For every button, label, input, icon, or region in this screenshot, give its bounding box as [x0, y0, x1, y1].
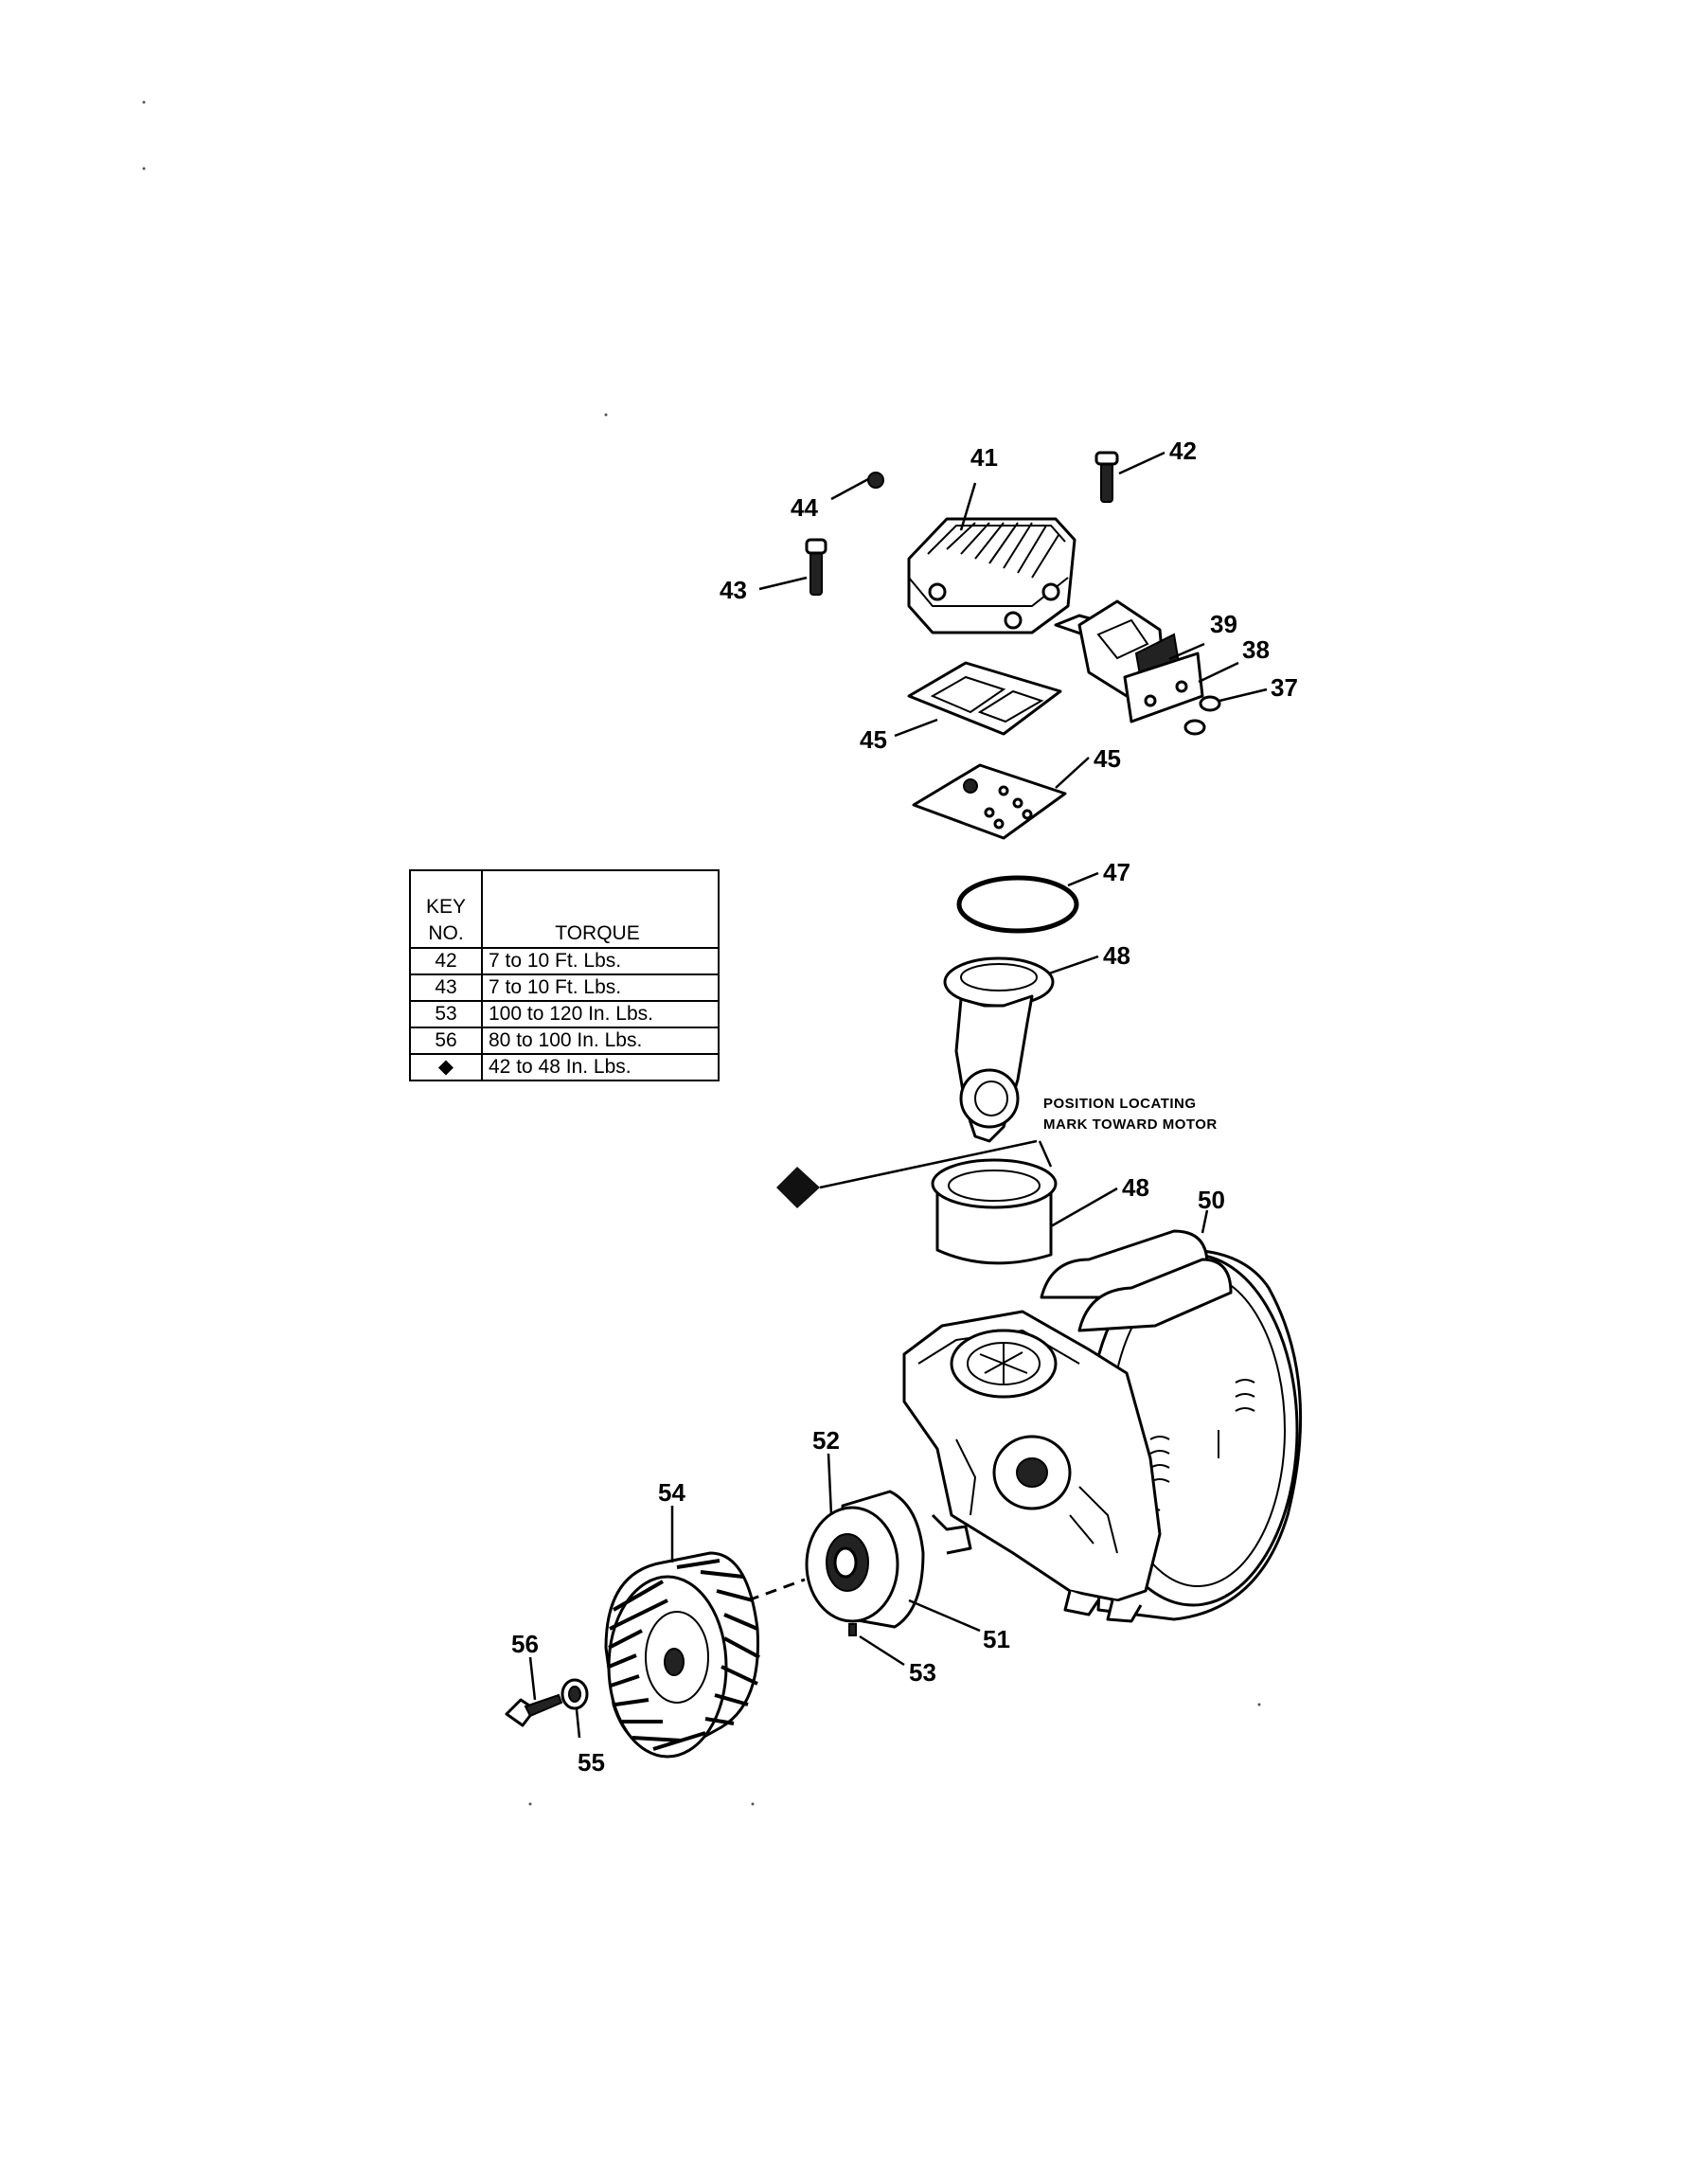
callout-labels: 41 42 44 43 39 38 37 45 45 47 48 48 50 5… — [511, 437, 1298, 1777]
part-38-filter-plate — [1123, 652, 1204, 723]
part-43-bolt — [805, 538, 827, 596]
callout-52: 52 — [812, 1426, 840, 1455]
part-50-motor-crankcase — [902, 1229, 1303, 1623]
leader-lines — [528, 451, 1268, 1739]
table-row: 53 100 to 120 In. Lbs. — [409, 1000, 720, 1028]
header-torque: TORQUE — [481, 869, 720, 949]
callout-45-gasket: 45 — [860, 725, 887, 754]
callout-41: 41 — [970, 443, 998, 472]
torque-cell: 7 to 10 Ft. Lbs. — [481, 947, 720, 975]
callout-47: 47 — [1103, 858, 1130, 886]
part-44-plug — [867, 472, 884, 489]
header-key-no: KEY NO. — [409, 869, 483, 949]
callout-37: 37 — [1271, 673, 1298, 702]
diamond-torque-marker — [776, 1139, 1038, 1208]
part-53-set-screw — [848, 1623, 857, 1636]
torque-cell: 7 to 10 Ft. Lbs. — [481, 973, 720, 1002]
torque-table: KEY NO. TORQUE 42 7 to 10 Ft. Lbs. 43 7 … — [409, 869, 720, 1081]
callout-48-sleeve: 48 — [1122, 1173, 1149, 1202]
scan-specks — [142, 100, 1261, 1806]
part-49-cylinder-sleeve — [931, 1158, 1058, 1265]
part-52-hub-insert — [826, 1533, 869, 1592]
header-key-line2: NO. — [428, 922, 464, 944]
position-note: POSITION LOCATING MARK TOWARD MOTOR — [1043, 1096, 1218, 1133]
callout-50: 50 — [1198, 1186, 1225, 1214]
torque-cell: 80 to 100 In. Lbs. — [481, 1027, 720, 1055]
table-row: ◆ 42 to 48 In. Lbs. — [409, 1053, 720, 1081]
part-56-bolt — [505, 1693, 563, 1727]
callout-53: 53 — [909, 1658, 936, 1687]
part-51-fan-hub — [805, 1490, 925, 1629]
callout-42: 42 — [1169, 437, 1197, 465]
callout-55: 55 — [578, 1748, 605, 1777]
position-note-line1: POSITION LOCATING — [1043, 1096, 1197, 1112]
key-cell: 56 — [409, 1027, 483, 1055]
part-45-valve-plate — [912, 763, 1067, 840]
callout-45-valve-plate: 45 — [1094, 744, 1121, 773]
torque-cell: 42 to 48 In. Lbs. — [481, 1053, 720, 1081]
callout-44: 44 — [791, 493, 818, 522]
torque-table-header: KEY NO. TORQUE — [409, 869, 720, 949]
key-cell: 53 — [409, 1000, 483, 1028]
table-row: 42 7 to 10 Ft. Lbs. — [409, 947, 720, 975]
key-cell: 42 — [409, 947, 483, 975]
callout-39: 39 — [1210, 610, 1237, 638]
callout-51: 51 — [983, 1625, 1010, 1653]
part-54-fan-wheel — [604, 1551, 760, 1759]
callout-48-rod: 48 — [1103, 941, 1130, 970]
torque-cell: 100 to 120 In. Lbs. — [481, 1000, 720, 1028]
position-note-line2: MARK TOWARD MOTOR — [1043, 1116, 1218, 1133]
header-key-line1: KEY — [425, 896, 467, 918]
key-cell: 43 — [409, 973, 483, 1002]
key-cell: ◆ — [409, 1053, 483, 1081]
callout-38: 38 — [1242, 635, 1270, 664]
callout-56: 56 — [511, 1630, 539, 1658]
part-45-head-gasket — [907, 661, 1062, 736]
callout-43: 43 — [720, 576, 747, 604]
shaft-alignment-line — [747, 1578, 806, 1602]
part-47-o-ring — [956, 875, 1079, 934]
table-row: 56 80 to 100 In. Lbs. — [409, 1027, 720, 1055]
part-41-cylinder-head — [907, 517, 1076, 634]
part-42-bolt — [1094, 451, 1119, 503]
table-row: 43 7 to 10 Ft. Lbs. — [409, 973, 720, 1002]
callout-54: 54 — [658, 1478, 685, 1507]
part-48-piston-connecting-rod — [943, 956, 1055, 1143]
part-37-screws — [1183, 695, 1221, 736]
part-55-washer — [560, 1678, 589, 1710]
